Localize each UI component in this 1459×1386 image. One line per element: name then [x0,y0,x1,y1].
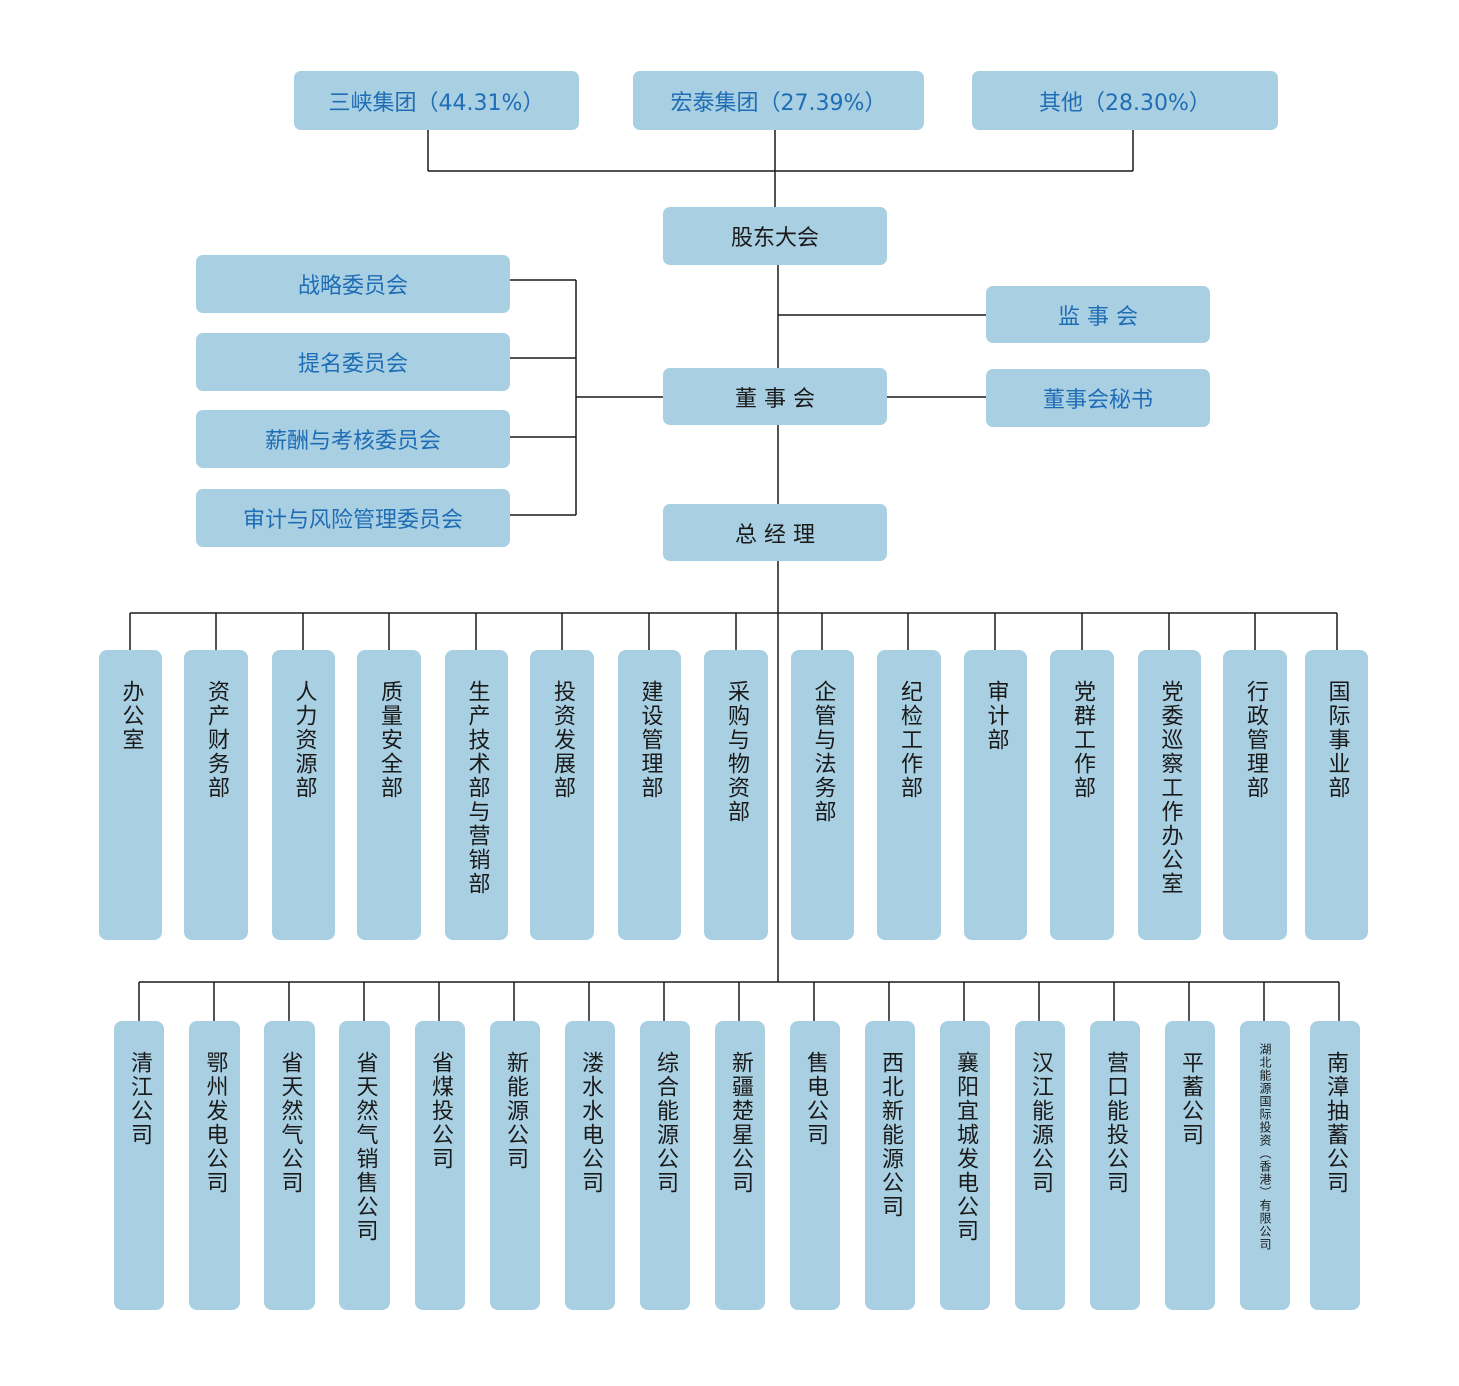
department-label: 采购与物资部 [724,680,749,824]
supervisory-board-box: 监 事 会 [986,286,1210,343]
department-box: 行政管理部 [1223,650,1287,940]
subsidiary-box: 南漳抽蓄公司 [1310,1021,1360,1310]
department-box: 人力资源部 [272,650,335,940]
subsidiary-box: 溇水水电公司 [565,1021,615,1310]
subsidiary-label: 溇水水电公司 [578,1051,603,1195]
department-box: 质量安全部 [357,650,421,940]
department-label: 行政管理部 [1243,680,1268,800]
committee-box: 提名委员会 [196,333,510,391]
department-label: 党委巡察工作办公室 [1157,680,1183,896]
committee-box: 战略委员会 [196,255,510,313]
subsidiary-box: 新能源公司 [490,1021,540,1310]
subsidiary-label: 新疆楚星公司 [728,1051,753,1195]
department-box: 采购与物资部 [704,650,768,940]
subsidiary-box: 平蓄公司 [1165,1021,1215,1310]
subsidiary-label: 省天然气公司 [277,1051,303,1195]
subsidiary-box: 清江公司 [114,1021,164,1310]
subsidiary-label: 湖北能源国际投资（香港）有限公司 [1258,1043,1272,1251]
department-box: 党群工作部 [1050,650,1114,940]
department-label: 资产财务部 [204,680,229,800]
subsidiary-label: 综合能源公司 [653,1051,678,1195]
board-of-directors-box: 董 事 会 [663,368,887,425]
department-box: 审计部 [964,650,1027,940]
department-box: 资产财务部 [184,650,248,940]
subsidiary-label: 南漳抽蓄公司 [1323,1051,1348,1195]
general-manager-box: 总 经 理 [663,504,887,561]
department-box: 国际事业部 [1305,650,1368,940]
subsidiary-label: 售电公司 [803,1051,828,1147]
department-box: 企管与法务部 [791,650,854,940]
subsidiary-box: 西北新能源公司 [865,1021,915,1310]
subsidiary-label: 鄂州发电公司 [202,1051,228,1195]
shareholder-box: 宏泰集团（27.39%） [633,71,924,130]
board-secretary-box: 董事会秘书 [986,369,1210,427]
subsidiary-box: 湖北能源国际投资（香港）有限公司 [1240,1021,1290,1310]
committee-box: 薪酬与考核委员会 [196,410,510,468]
department-label: 建设管理部 [637,680,663,800]
department-label: 人力资源部 [291,680,317,800]
subsidiary-label: 西北新能源公司 [878,1051,903,1219]
subsidiary-label: 清江公司 [127,1051,152,1147]
subsidiary-box: 营口能投公司 [1090,1021,1140,1310]
subsidiary-label: 省天然气销售公司 [352,1051,378,1243]
subsidiary-label: 平蓄公司 [1178,1051,1203,1147]
subsidiary-box: 汉江能源公司 [1015,1021,1065,1310]
subsidiary-box: 鄂州发电公司 [189,1021,240,1310]
subsidiary-label: 省煤投公司 [428,1051,453,1171]
subsidiary-box: 省煤投公司 [415,1021,465,1310]
department-label: 生产技术部与营销部 [464,680,490,896]
department-box: 生产技术部与营销部 [445,650,508,940]
subsidiary-label: 汉江能源公司 [1028,1051,1053,1195]
shareholder-box: 其他（28.30%） [972,71,1278,130]
department-label: 投资发展部 [550,680,575,800]
department-label: 国际事业部 [1324,680,1350,800]
department-box: 纪检工作部 [877,650,941,940]
subsidiary-label: 营口能投公司 [1103,1051,1128,1195]
department-label: 企管与法务部 [810,680,836,824]
subsidiary-box: 省天然气公司 [264,1021,315,1310]
shareholders-meeting-box: 股东大会 [663,207,887,265]
department-label: 质量安全部 [377,680,402,800]
department-label: 审计部 [983,680,1009,752]
subsidiary-box: 综合能源公司 [640,1021,690,1310]
subsidiary-label: 襄阳宜城发电公司 [953,1051,978,1243]
department-label: 纪检工作部 [897,680,922,800]
committee-box: 审计与风险管理委员会 [196,489,510,547]
subsidiary-box: 新疆楚星公司 [715,1021,765,1310]
subsidiary-box: 省天然气销售公司 [339,1021,390,1310]
department-label: 办公室 [118,680,144,752]
department-box: 建设管理部 [618,650,681,940]
subsidiary-box: 襄阳宜城发电公司 [940,1021,990,1310]
subsidiary-box: 售电公司 [790,1021,840,1310]
department-box: 办公室 [99,650,162,940]
department-box: 投资发展部 [530,650,594,940]
subsidiary-label: 新能源公司 [503,1051,528,1171]
shareholder-box: 三峡集团（44.31%） [294,71,579,130]
department-box: 党委巡察工作办公室 [1138,650,1201,940]
department-label: 党群工作部 [1070,680,1095,800]
